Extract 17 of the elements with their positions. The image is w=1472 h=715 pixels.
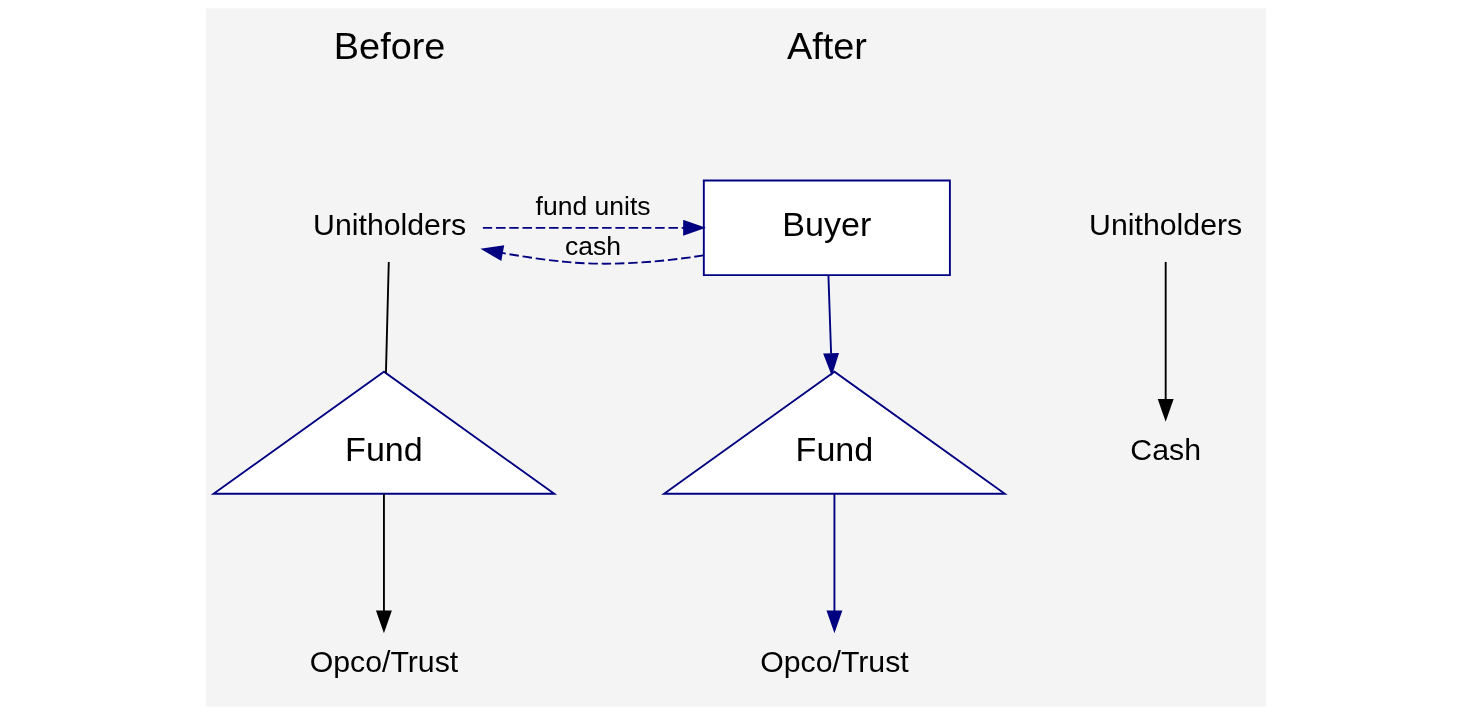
arrow [375,493,392,634]
node-text: Opco/Trust [309,645,459,679]
arrow [823,274,840,376]
label: After [786,25,867,68]
node-text: Unitholders [1089,208,1243,242]
label: Before [333,25,446,68]
arrow [826,493,843,634]
arrow [1157,261,1174,422]
node-text: Cash [1130,433,1202,467]
connector [385,261,390,374]
edge-label: cash [565,230,622,261]
node-text: Opco/Trust [760,645,909,679]
arrow [481,219,706,236]
arrow [480,245,705,265]
node-box: Buyer [702,179,951,277]
edge-label: fund units [535,190,651,221]
node-text: Unitholders [313,208,467,242]
